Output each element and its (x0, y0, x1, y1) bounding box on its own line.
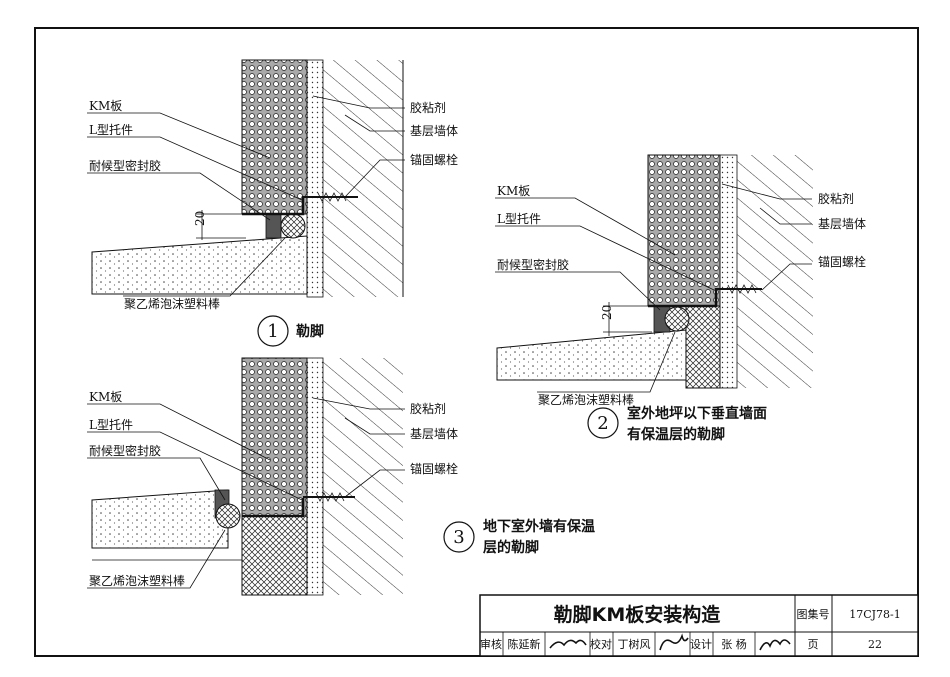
detail-3-anchor-bolt (303, 492, 355, 502)
detail-2-caption-line-2: 有保温层的勒脚 (627, 426, 725, 443)
detail-1-label-adhesive: 胶粘剂 (410, 100, 446, 115)
page-label: 页 (808, 638, 819, 651)
detail-2-base-wall (737, 155, 813, 388)
detail-1-label-anchor: 锚固螺栓 (410, 152, 458, 167)
detail-3-number-circle (443, 521, 475, 553)
detail-1-leaders (87, 95, 405, 297)
detail-1-l-bracket (242, 196, 305, 216)
check-label: 校对 (590, 637, 612, 651)
detail-3-label-bracket: L型托件 (89, 418, 133, 432)
designer-signature (759, 639, 791, 651)
detail-1-foam-rod (280, 213, 306, 239)
reviewer-name: 陈延新 (508, 637, 541, 651)
atlas-label: 图集号 (797, 607, 830, 621)
detail-2-caption-line-1: 室外地坪以下垂直墙面 (627, 405, 767, 422)
detail-1: 20 KM板 L型托件 耐候型密封胶 胶粘剂 基层墙体 锚固螺栓 聚乙烯泡沫塑料… (87, 59, 458, 347)
detail-1-adhesive-layer (306, 59, 324, 298)
detail-3-ground-slab (91, 489, 229, 549)
detail-3-number: 3 (453, 527, 464, 548)
detail-2-leaders (495, 183, 812, 393)
detail-2-foam-rod (664, 306, 690, 332)
detail-2-label-km: KM板 (497, 184, 530, 198)
detail-2-number: 2 (597, 413, 608, 434)
detail-1-dimension: 20 (193, 210, 246, 240)
detail-2-label-anchor: 锚固螺栓 (818, 254, 866, 269)
designer-name: 张 杨 (721, 637, 747, 651)
checker-signature (659, 633, 689, 651)
detail-3-leaders (87, 397, 405, 589)
detail-2-dim-text: 20 (600, 305, 614, 320)
detail-1-anchor-bolt (303, 192, 358, 202)
detail-3-km-board (241, 357, 308, 517)
detail-2-dimension: 20 (600, 302, 652, 336)
sheet-frame (34, 27, 919, 657)
detail-1-label-km: KM板 (89, 99, 122, 113)
detail-1-km-board (241, 59, 308, 215)
detail-3-label-anchor: 锚固螺栓 (410, 461, 458, 476)
reviewer-signature (549, 639, 587, 649)
page-number: 22 (868, 638, 882, 651)
detail-2-below-ground-insulation (685, 305, 721, 389)
design-label: 设计 (690, 638, 712, 651)
detail-1-label-bracket: L型托件 (89, 123, 133, 137)
detail-3-label-rod: 聚乙烯泡沫塑料棒 (89, 573, 185, 588)
detail-2-anchor-bolt (716, 284, 762, 294)
detail-2-adhesive-layer (719, 154, 738, 389)
detail-3: KM板 L型托件 耐候型密封胶 胶粘剂 基层墙体 锚固螺栓 聚乙烯泡沫塑料棒 3… (87, 357, 595, 596)
detail-3-base-wall (323, 358, 403, 595)
detail-1-label-base-wall: 基层墙体 (410, 124, 458, 138)
detail-1-label-sealant: 耐候型密封胶 (89, 158, 161, 173)
detail-2-label-rod: 聚乙烯泡沫塑料棒 (538, 392, 634, 407)
detail-1-number: 1 (267, 321, 278, 342)
detail-2-label-bracket: L型托件 (497, 212, 541, 226)
detail-3-below-ground-insulation (241, 515, 308, 596)
detail-2-km-board (647, 154, 721, 307)
detail-1-caption: 勒脚 (296, 323, 324, 340)
detail-1-label-rod: 聚乙烯泡沫塑料棒 (124, 296, 220, 311)
detail-1-number-circle (257, 315, 289, 347)
detail-3-adhesive-layer (306, 357, 324, 596)
drawing-title: 勒脚KM板安装构造 (554, 603, 722, 626)
detail-3-label-base-wall: 基层墙体 (410, 427, 458, 441)
detail-2: 20 KM板 L型托件 耐候型密封胶 胶粘剂 基层墙体 锚固螺栓 聚乙烯泡沫塑料… (495, 154, 866, 443)
detail-3-foam-rod (215, 503, 241, 529)
detail-2-number-circle (587, 407, 619, 439)
title-block: 勒脚KM板安装构造 图集号 17CJ78-1 审核 陈延新 校对 丁树风 设计 … (479, 594, 919, 657)
detail-3-caption-line-1: 地下室外墙有保温 (483, 518, 595, 535)
detail-3-l-bracket (242, 498, 305, 518)
detail-3-label-adhesive: 胶粘剂 (410, 401, 446, 416)
atlas-number: 17CJ78-1 (849, 608, 901, 621)
detail-3-caption-line-2: 层的勒脚 (483, 539, 539, 556)
detail-2-label-sealant: 耐候型密封胶 (497, 257, 569, 272)
detail-3-label-km: KM板 (89, 390, 122, 404)
detail-3-label-sealant: 耐候型密封胶 (89, 443, 161, 458)
detail-2-label-base-wall: 基层墙体 (818, 217, 866, 231)
detail-1-sealant (265, 213, 282, 239)
detail-2-label-adhesive: 胶粘剂 (818, 191, 854, 206)
detail-1-dim-text: 20 (193, 211, 207, 226)
checker-name: 丁树风 (618, 637, 651, 651)
detail-2-ground-slab (496, 329, 687, 381)
detail-1-ground-slab (91, 235, 308, 295)
review-label: 审核 (480, 637, 502, 651)
detail-2-l-bracket (648, 288, 718, 308)
